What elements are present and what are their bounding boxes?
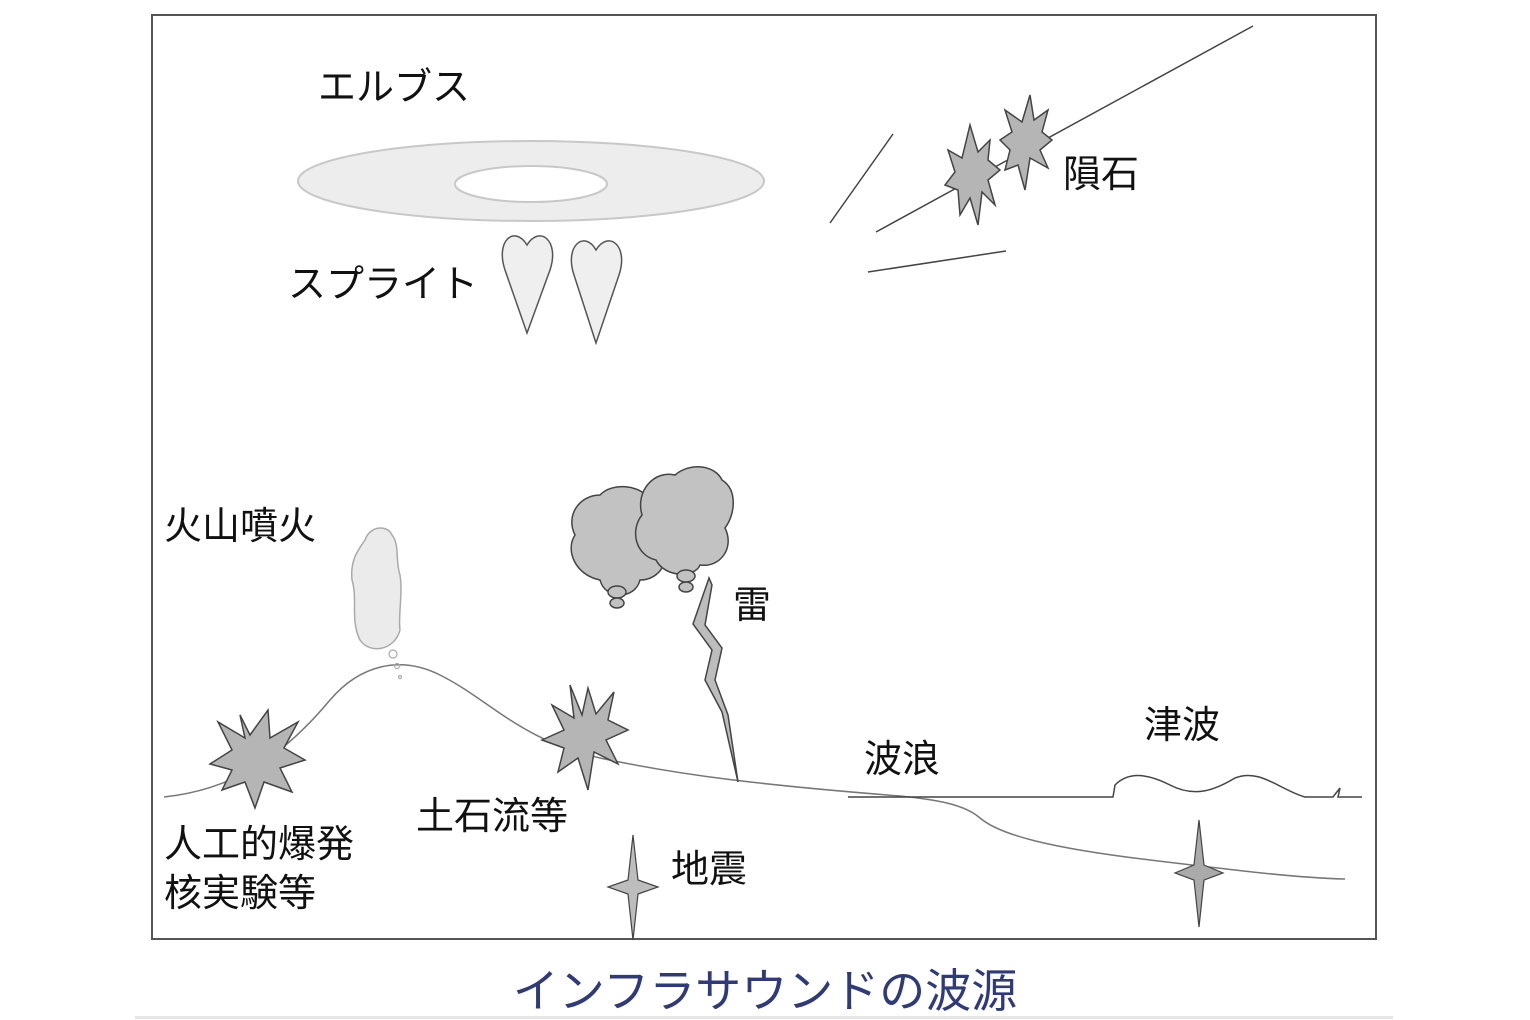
label-thunder: 雷 [733, 583, 772, 627]
elves-ring [297, 140, 765, 222]
label-sprite: スプライト [288, 262, 479, 306]
label-landslide: 土石流等 [416, 794, 569, 838]
meteor-burst-icon [998, 94, 1054, 191]
label-meteor: 隕石 [1063, 152, 1140, 196]
label-ocean-waves: 波浪 [864, 737, 941, 781]
volcano-puffs [388, 649, 403, 680]
diagram-frame [151, 14, 1377, 940]
sprite-shapes [501, 235, 623, 346]
figure-caption: インフラサウンドの波源 [512, 964, 1018, 1018]
label-explosion-line1: 人工的爆発 [164, 822, 355, 866]
ground-lines [163, 664, 1346, 880]
meteor-trails [829, 25, 1254, 273]
lightning-bolt-icon [692, 575, 739, 783]
earthquake-star-icon [606, 834, 660, 941]
landslide-burst-icon [540, 684, 630, 791]
explosion-burst-icon [208, 707, 307, 811]
sea-surface [848, 774, 1362, 798]
volcano-plume [350, 527, 402, 650]
meteor-burst-icon [943, 122, 1002, 226]
label-tsunami: 津波 [1144, 703, 1221, 747]
label-volcano: 火山噴火 [164, 504, 317, 548]
earthquake-star-icon [1173, 819, 1225, 928]
label-explosion-line2: 核実験等 [164, 871, 317, 915]
caption-divider [135, 1016, 1393, 1019]
thundercloud-icon [570, 466, 734, 609]
label-elves: エルブス [318, 65, 471, 109]
label-earthquake: 地震 [671, 847, 748, 891]
